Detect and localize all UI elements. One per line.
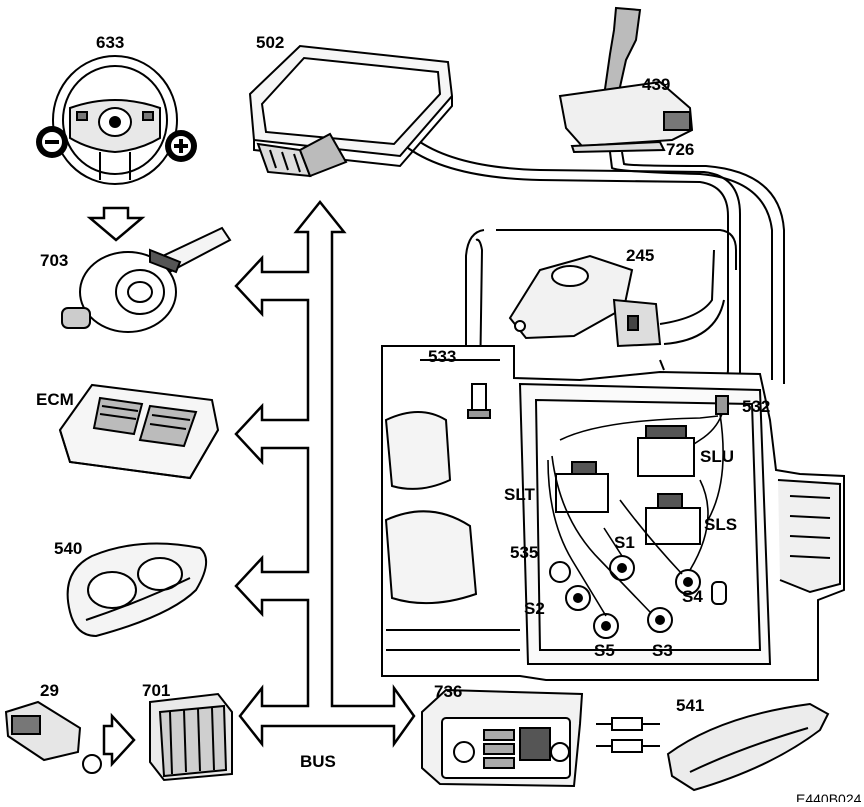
label-540: 540 bbox=[54, 539, 82, 558]
speed-sensor-532 bbox=[715, 395, 729, 415]
display-541 bbox=[666, 702, 830, 792]
label-slu: SLU bbox=[700, 447, 734, 466]
label-29: 29 bbox=[40, 681, 59, 700]
label-736: 736 bbox=[434, 682, 462, 701]
label-s3: S3 bbox=[652, 641, 673, 660]
label-502: 502 bbox=[256, 33, 284, 52]
switch-29 bbox=[4, 700, 102, 774]
label-slt: SLT bbox=[504, 485, 535, 504]
position-switch bbox=[508, 254, 662, 348]
solenoid-slt bbox=[555, 461, 609, 513]
label-701: 701 bbox=[142, 681, 170, 700]
label-703: 703 bbox=[40, 251, 68, 270]
label-633: 633 bbox=[96, 33, 124, 52]
label-bus: BUS bbox=[300, 752, 336, 771]
label-532: 532 bbox=[742, 397, 770, 416]
ecm-unit bbox=[58, 383, 220, 480]
gear-selector bbox=[558, 6, 694, 154]
bus-arrows bbox=[234, 199, 416, 748]
label-245: 245 bbox=[626, 246, 654, 265]
solenoid-slu bbox=[637, 425, 695, 477]
label-ecm: ECM bbox=[36, 390, 74, 409]
paddle-minus-icon bbox=[36, 126, 68, 158]
label-s2: S2 bbox=[524, 599, 545, 618]
label-s1: S1 bbox=[614, 533, 635, 552]
right-arrow-icon bbox=[102, 712, 136, 768]
label-541: 541 bbox=[676, 696, 704, 715]
module-701 bbox=[149, 692, 233, 782]
down-arrow-icon bbox=[86, 206, 146, 242]
instrument-cluster bbox=[66, 542, 207, 638]
label-439: 439 bbox=[642, 75, 670, 94]
label-726: 726 bbox=[666, 140, 694, 159]
stalk-switch bbox=[61, 226, 232, 333]
label-s5: S5 bbox=[594, 641, 615, 660]
steering-wheel bbox=[52, 55, 178, 185]
internal-wiring bbox=[547, 413, 724, 617]
climate-panel bbox=[421, 688, 584, 788]
control-module-502 bbox=[248, 44, 454, 178]
label-535: 535 bbox=[510, 543, 538, 562]
solenoid-sls bbox=[645, 493, 701, 545]
label-s4: S4 bbox=[682, 587, 703, 606]
cable-connectors bbox=[596, 717, 660, 753]
shift-solenoids bbox=[549, 555, 727, 639]
label-sls: SLS bbox=[704, 515, 737, 534]
speed-sensor-533 bbox=[467, 383, 491, 419]
label-533: 533 bbox=[428, 347, 456, 366]
paddle-plus-icon bbox=[165, 130, 197, 162]
figure-id: E440B024 bbox=[796, 791, 862, 802]
